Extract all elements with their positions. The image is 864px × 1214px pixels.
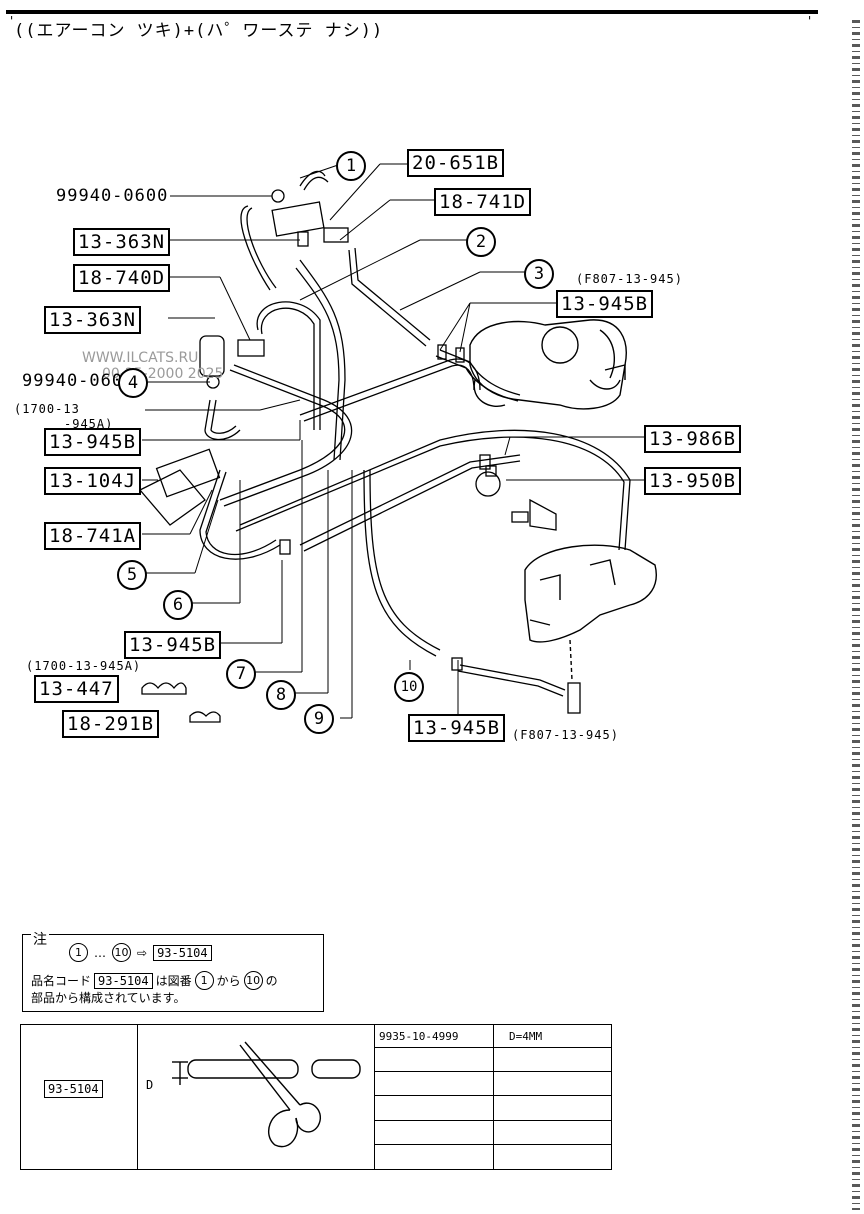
label-ref-f807-bottom: (F807-13-945) <box>512 728 619 742</box>
label-13-447: 13-447 <box>34 675 119 703</box>
callout-5: 5 <box>117 560 147 590</box>
label-ref-1700-c: (1700-13-945A) <box>26 659 142 673</box>
note-arrow: ⇨ <box>137 945 148 960</box>
callout-4: 4 <box>118 368 148 398</box>
spec-col-divider-1 <box>137 1025 138 1169</box>
spec-row-divider-2 <box>374 1071 611 1072</box>
leader-lines <box>142 163 644 719</box>
note-inline-from: 1 <box>194 971 214 990</box>
label-bolt-top: 99940-0600 <box>56 186 169 206</box>
label-13-363N-b: 13-363N <box>44 306 142 334</box>
spec-table: 93-5104 9935-10-4999 D=4MM <box>20 1024 612 1170</box>
header-tick-left: ' <box>8 14 16 28</box>
label-18-741D: 18-741D <box>434 188 532 216</box>
header-tick-right: ' <box>806 14 814 28</box>
note-callout-from: 1 <box>69 943 88 962</box>
label-13-986B: 13-986B <box>644 425 742 453</box>
label-13-945B-b: 13-945B <box>124 631 222 659</box>
label-18-291B: 18-291B <box>62 710 160 738</box>
spec-size: D=4MM <box>509 1030 543 1043</box>
header-rule <box>6 10 818 14</box>
watermark-line1: WWW.ILCATS.RU <box>82 350 199 366</box>
spec-row-divider-4 <box>374 1120 611 1121</box>
label-13-945B-c: 13-945B <box>408 714 506 742</box>
label-ref-f807-top: (F807-13-945) <box>576 272 683 286</box>
label-18-740D: 18-740D <box>73 264 171 292</box>
note-text-d: の <box>265 974 278 988</box>
note-text-a: 品名コード <box>31 974 92 988</box>
callout-10: 10 <box>394 672 424 702</box>
note-inline-to: 10 <box>243 971 263 990</box>
label-18-741A: 18-741A <box>44 522 142 550</box>
callout-6: 6 <box>163 590 193 620</box>
label-13-945B-top: 13-945B <box>556 290 654 318</box>
note-code: 93-5104 <box>153 944 212 961</box>
note-line-2: 品名コード 93-5104 は図番 1 から 10 の <box>31 971 278 990</box>
callout-3: 3 <box>524 259 554 289</box>
scissors-illustration <box>172 1041 361 1148</box>
page-title: ((エアーコン ツキ)+(ハ゜ワーステ ナシ)) <box>14 21 384 41</box>
callout-9: 9 <box>304 704 334 734</box>
callout-2: 2 <box>466 227 496 257</box>
hose-lines <box>199 170 631 697</box>
label-13-363N-a: 13-363N <box>73 228 171 256</box>
spec-row-divider-3 <box>374 1095 611 1096</box>
spec-code: 93-5104 <box>44 1080 103 1098</box>
spec-part-number: 9935-10-4999 <box>379 1030 459 1043</box>
label-bolt-mid: 99940-0600 <box>22 371 135 391</box>
lower-manifold <box>524 544 657 681</box>
label-ref-1700-b: -945A) <box>64 417 114 431</box>
label-13-950B: 13-950B <box>644 467 742 495</box>
label-13-104J: 13-104J <box>44 467 142 495</box>
note-line-1: 1 … 10 ⇨ 93-5104 <box>69 943 212 962</box>
spec-col-divider-2 <box>374 1025 375 1169</box>
note-box: 注 1 … 10 ⇨ 93-5104 品名コード 93-5104 は図番 1 か… <box>22 929 324 1012</box>
intake-manifold <box>469 319 627 410</box>
callout-8: 8 <box>266 680 296 710</box>
note-callout-to: 10 <box>112 943 131 962</box>
note-text-c: から <box>216 974 241 988</box>
spec-row-divider-1 <box>374 1047 611 1048</box>
callout-7: 7 <box>226 659 256 689</box>
page-edge-border <box>852 20 860 1210</box>
callout-1: 1 <box>336 151 366 181</box>
hose-clips <box>141 682 221 723</box>
spec-row-divider-5 <box>374 1144 611 1145</box>
label-13-945B-a: 13-945B <box>44 428 142 456</box>
spec-col-divider-3 <box>493 1025 494 1169</box>
dimension-d-label: D <box>146 1078 154 1092</box>
components <box>138 189 581 714</box>
note-line-3: 部品から構成されています。 <box>31 991 186 1005</box>
label-ref-1700-a: (1700-13 <box>14 402 80 416</box>
note-code-inline: 93-5104 <box>94 972 153 989</box>
note-dots: … <box>94 945 106 960</box>
label-20-651B: 20-651B <box>407 149 505 177</box>
note-mark: 注 <box>31 929 49 949</box>
note-text-b: は図番 <box>155 974 192 988</box>
